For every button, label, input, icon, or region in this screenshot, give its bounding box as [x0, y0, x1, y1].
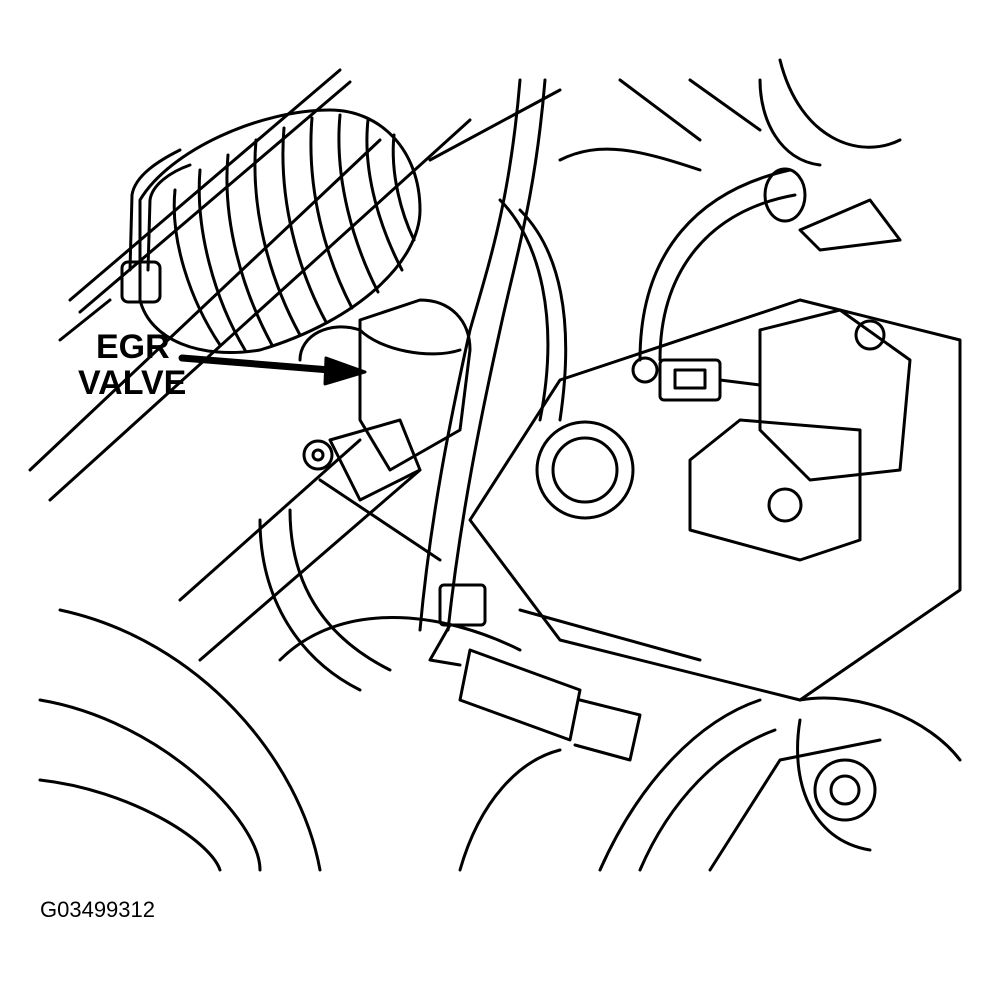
- egr-label-line2: VALVE: [78, 364, 187, 402]
- firewall-lines: [28, 68, 762, 662]
- figure-id: G03499312: [40, 897, 155, 922]
- sensor-connector: [658, 308, 912, 523]
- callout-arrow: [178, 354, 367, 386]
- egr-valve-body: [298, 298, 472, 562]
- egr-label-line1: EGR: [96, 328, 170, 366]
- wiring-harness: [418, 78, 568, 632]
- harness-connector: [428, 583, 702, 762]
- vacuum-line: [120, 148, 192, 304]
- valve-cover: [468, 298, 962, 702]
- intake-boot: [138, 108, 422, 355]
- lower-hoses: [38, 508, 522, 872]
- bottom-right-hose: [458, 696, 962, 872]
- throttle-body: [758, 58, 902, 252]
